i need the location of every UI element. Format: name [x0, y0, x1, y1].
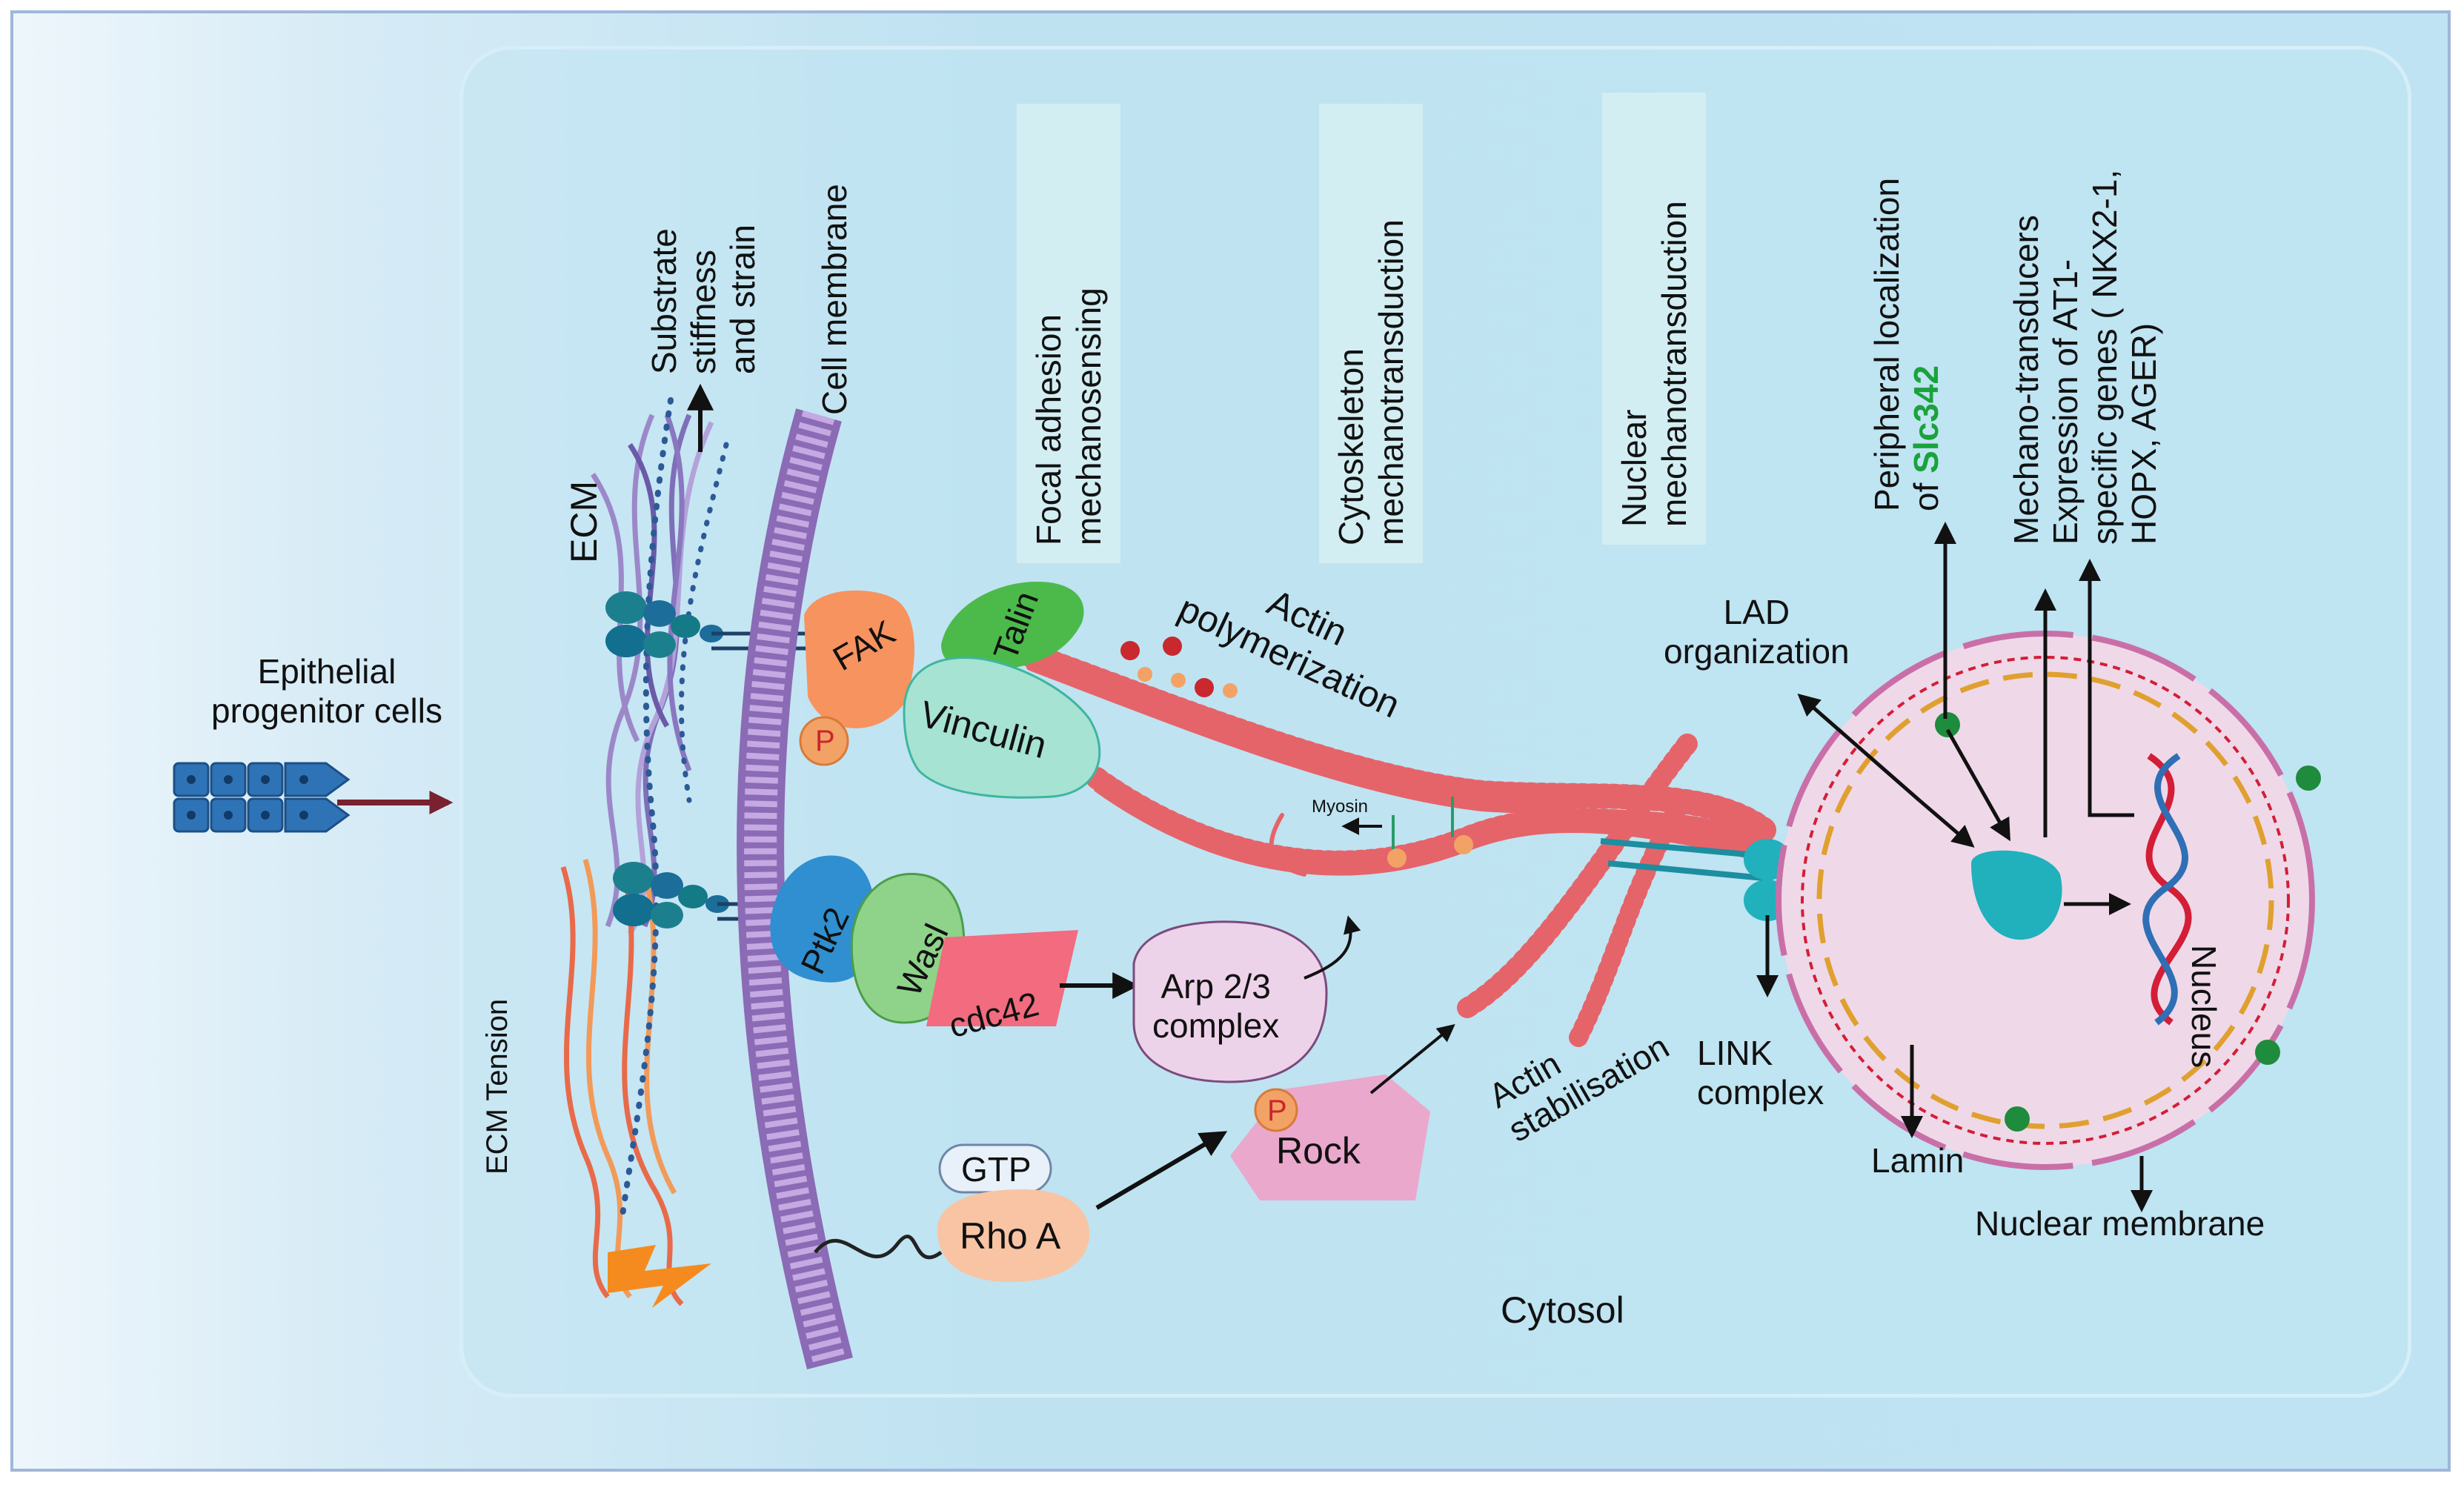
mechano-arrow-2: [2079, 559, 2134, 817]
rock-actin-arrow: [1369, 1023, 1455, 1094]
link-complex-label: LINK complex: [1697, 1034, 1824, 1112]
ecm-fibers: [560, 413, 714, 1306]
slc342-gene: Slc342: [1906, 365, 1945, 474]
vinculin-protein: [903, 657, 1101, 799]
mechano-transducers-label: Mechano-transducers Expression of AT1- s…: [2007, 169, 2163, 545]
integrin-lower: [613, 862, 800, 928]
substrate-label: Substrate stiffness and strain: [645, 224, 762, 374]
lad-label: LAD organization: [1664, 593, 1850, 671]
cdc42-protein: [926, 930, 1078, 1026]
fak-phospho-label: P: [815, 725, 835, 757]
ptk2-protein: [770, 855, 875, 983]
cytosol-label: Cytosol: [1501, 1289, 1624, 1331]
actin-monomers: [1120, 637, 1238, 698]
myosin-phospho-2: [1454, 835, 1473, 854]
focal-adhesion-box: Focal adhesion mechanosensing: [1017, 104, 1120, 563]
rock-label: Rock: [1276, 1130, 1361, 1172]
nuclear-mech-box: Nuclear mechanotransduction: [1602, 93, 1706, 545]
transducer-protein: [1971, 850, 2062, 940]
ecm-label: ECM: [563, 480, 605, 563]
lad-arrow: [1797, 694, 1921, 802]
tension-bolt-icon: [608, 1245, 711, 1308]
actin-filaments: [1010, 639, 1776, 1047]
arp-complex-protein: [1132, 920, 1328, 1083]
epithelial-cell-cluster: [173, 762, 351, 833]
cytoskeleton-box: Cytoskeleton mechanotransduction: [1319, 104, 1423, 563]
talin-protein: [941, 582, 1084, 671]
fak-protein: [804, 590, 914, 728]
nucleus: [1776, 631, 2321, 1170]
slc-arrow: [1945, 728, 2010, 842]
rock-phospho-label: P: [1267, 1094, 1287, 1127]
nucleus-label: Nucleus: [2185, 945, 2223, 1069]
integrin-upper: [605, 591, 815, 658]
ecm-tension-label: ECM Tension: [481, 998, 514, 1175]
nuclear-membrane-label: Nuclear membrane: [1975, 1204, 2265, 1243]
cell-membrane-lipids: [744, 410, 846, 1368]
gtp-label: GTP: [961, 1150, 1032, 1189]
epithelial-label: Epithelial progenitor cells: [211, 652, 442, 730]
peripheral-label: Peripheral localization of Slc342: [1867, 177, 1945, 511]
fak-phospho: [799, 716, 849, 766]
arp-complex-label: Arp 2/3 complex: [1152, 967, 1280, 1045]
lamin-label: Lamin: [1871, 1141, 1965, 1180]
lad-inner-arrow: [1918, 799, 1975, 848]
myosin-phospho-1: [1387, 848, 1407, 868]
rhoa-label: Rho A: [960, 1215, 1061, 1257]
myosin-label: Myosin: [1312, 797, 1369, 817]
ecm-dotted-strand: [620, 397, 674, 1218]
rock-phospho: [1254, 1088, 1298, 1132]
rhoa-protein: [937, 1189, 1089, 1282]
arp-actin-arrow: [1304, 915, 1361, 980]
rhoa-anchor-tail: [814, 1235, 943, 1260]
cell-membrane-label: Cell membrane: [815, 184, 854, 415]
rhoa-rock-arrow: [1095, 1131, 1228, 1210]
